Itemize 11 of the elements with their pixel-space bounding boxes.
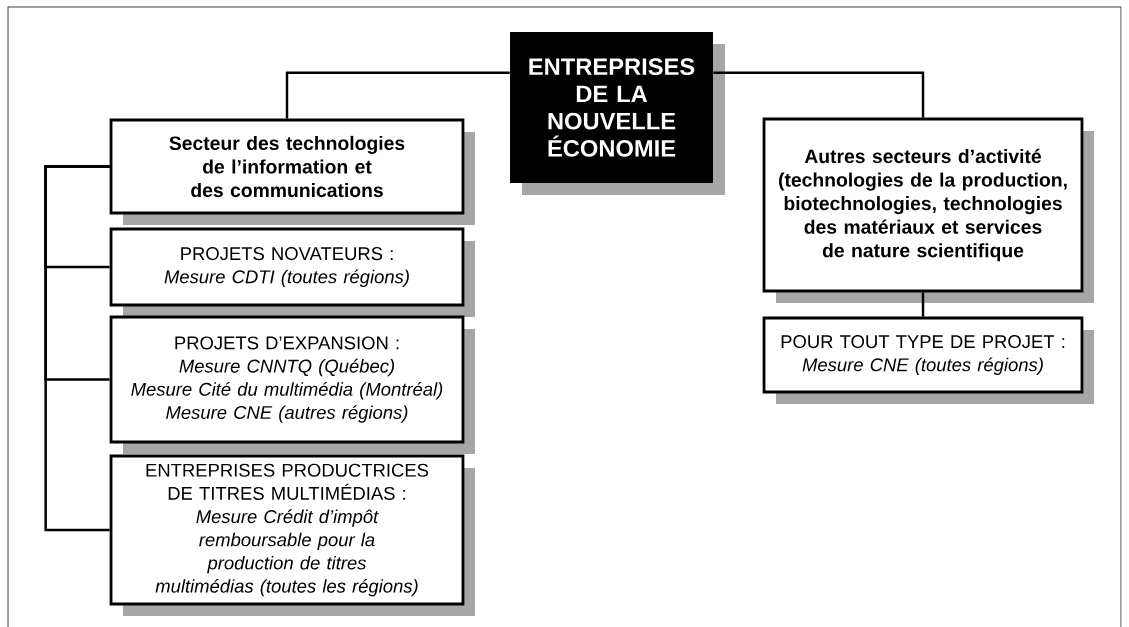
connector-line [285, 71, 510, 119]
sector-box: Autres secteurs d’activité (technologies de la production, biotechnologies, technologies des matériaux et services de nature scientifique [762, 117, 1094, 303]
connector-line [713, 71, 925, 118]
connector-line [921, 292, 925, 317]
measure-box: PROJETS NOVATEURS : Mesure CDTI (toutes régions) [109, 227, 475, 317]
connector-line [44, 165, 110, 532]
measure-box: PROJETS D’EXPANSION : Mesure CNNTQ (Québec) Mesure Cité du multimédia (Montréal) Mesure CNE (autres régions) [109, 315, 475, 454]
title-box: ENTREPRISES DE LA NOUVELLE ÉCONOMIE [510, 32, 725, 195]
measure-box: ENTREPRISES PRODUCTRICES DE TITRES MULTIMÉDIAS : Mesure Crédit d’impôt remboursable pour la production de titres multimédias (toutes les régions) [109, 454, 475, 616]
measure-box: POUR TOUT TYPE DE PROJET : Mesure CNE (toutes régions) [762, 316, 1094, 404]
sector-box: Secteur des technologies de l’information et des communications [109, 118, 475, 225]
